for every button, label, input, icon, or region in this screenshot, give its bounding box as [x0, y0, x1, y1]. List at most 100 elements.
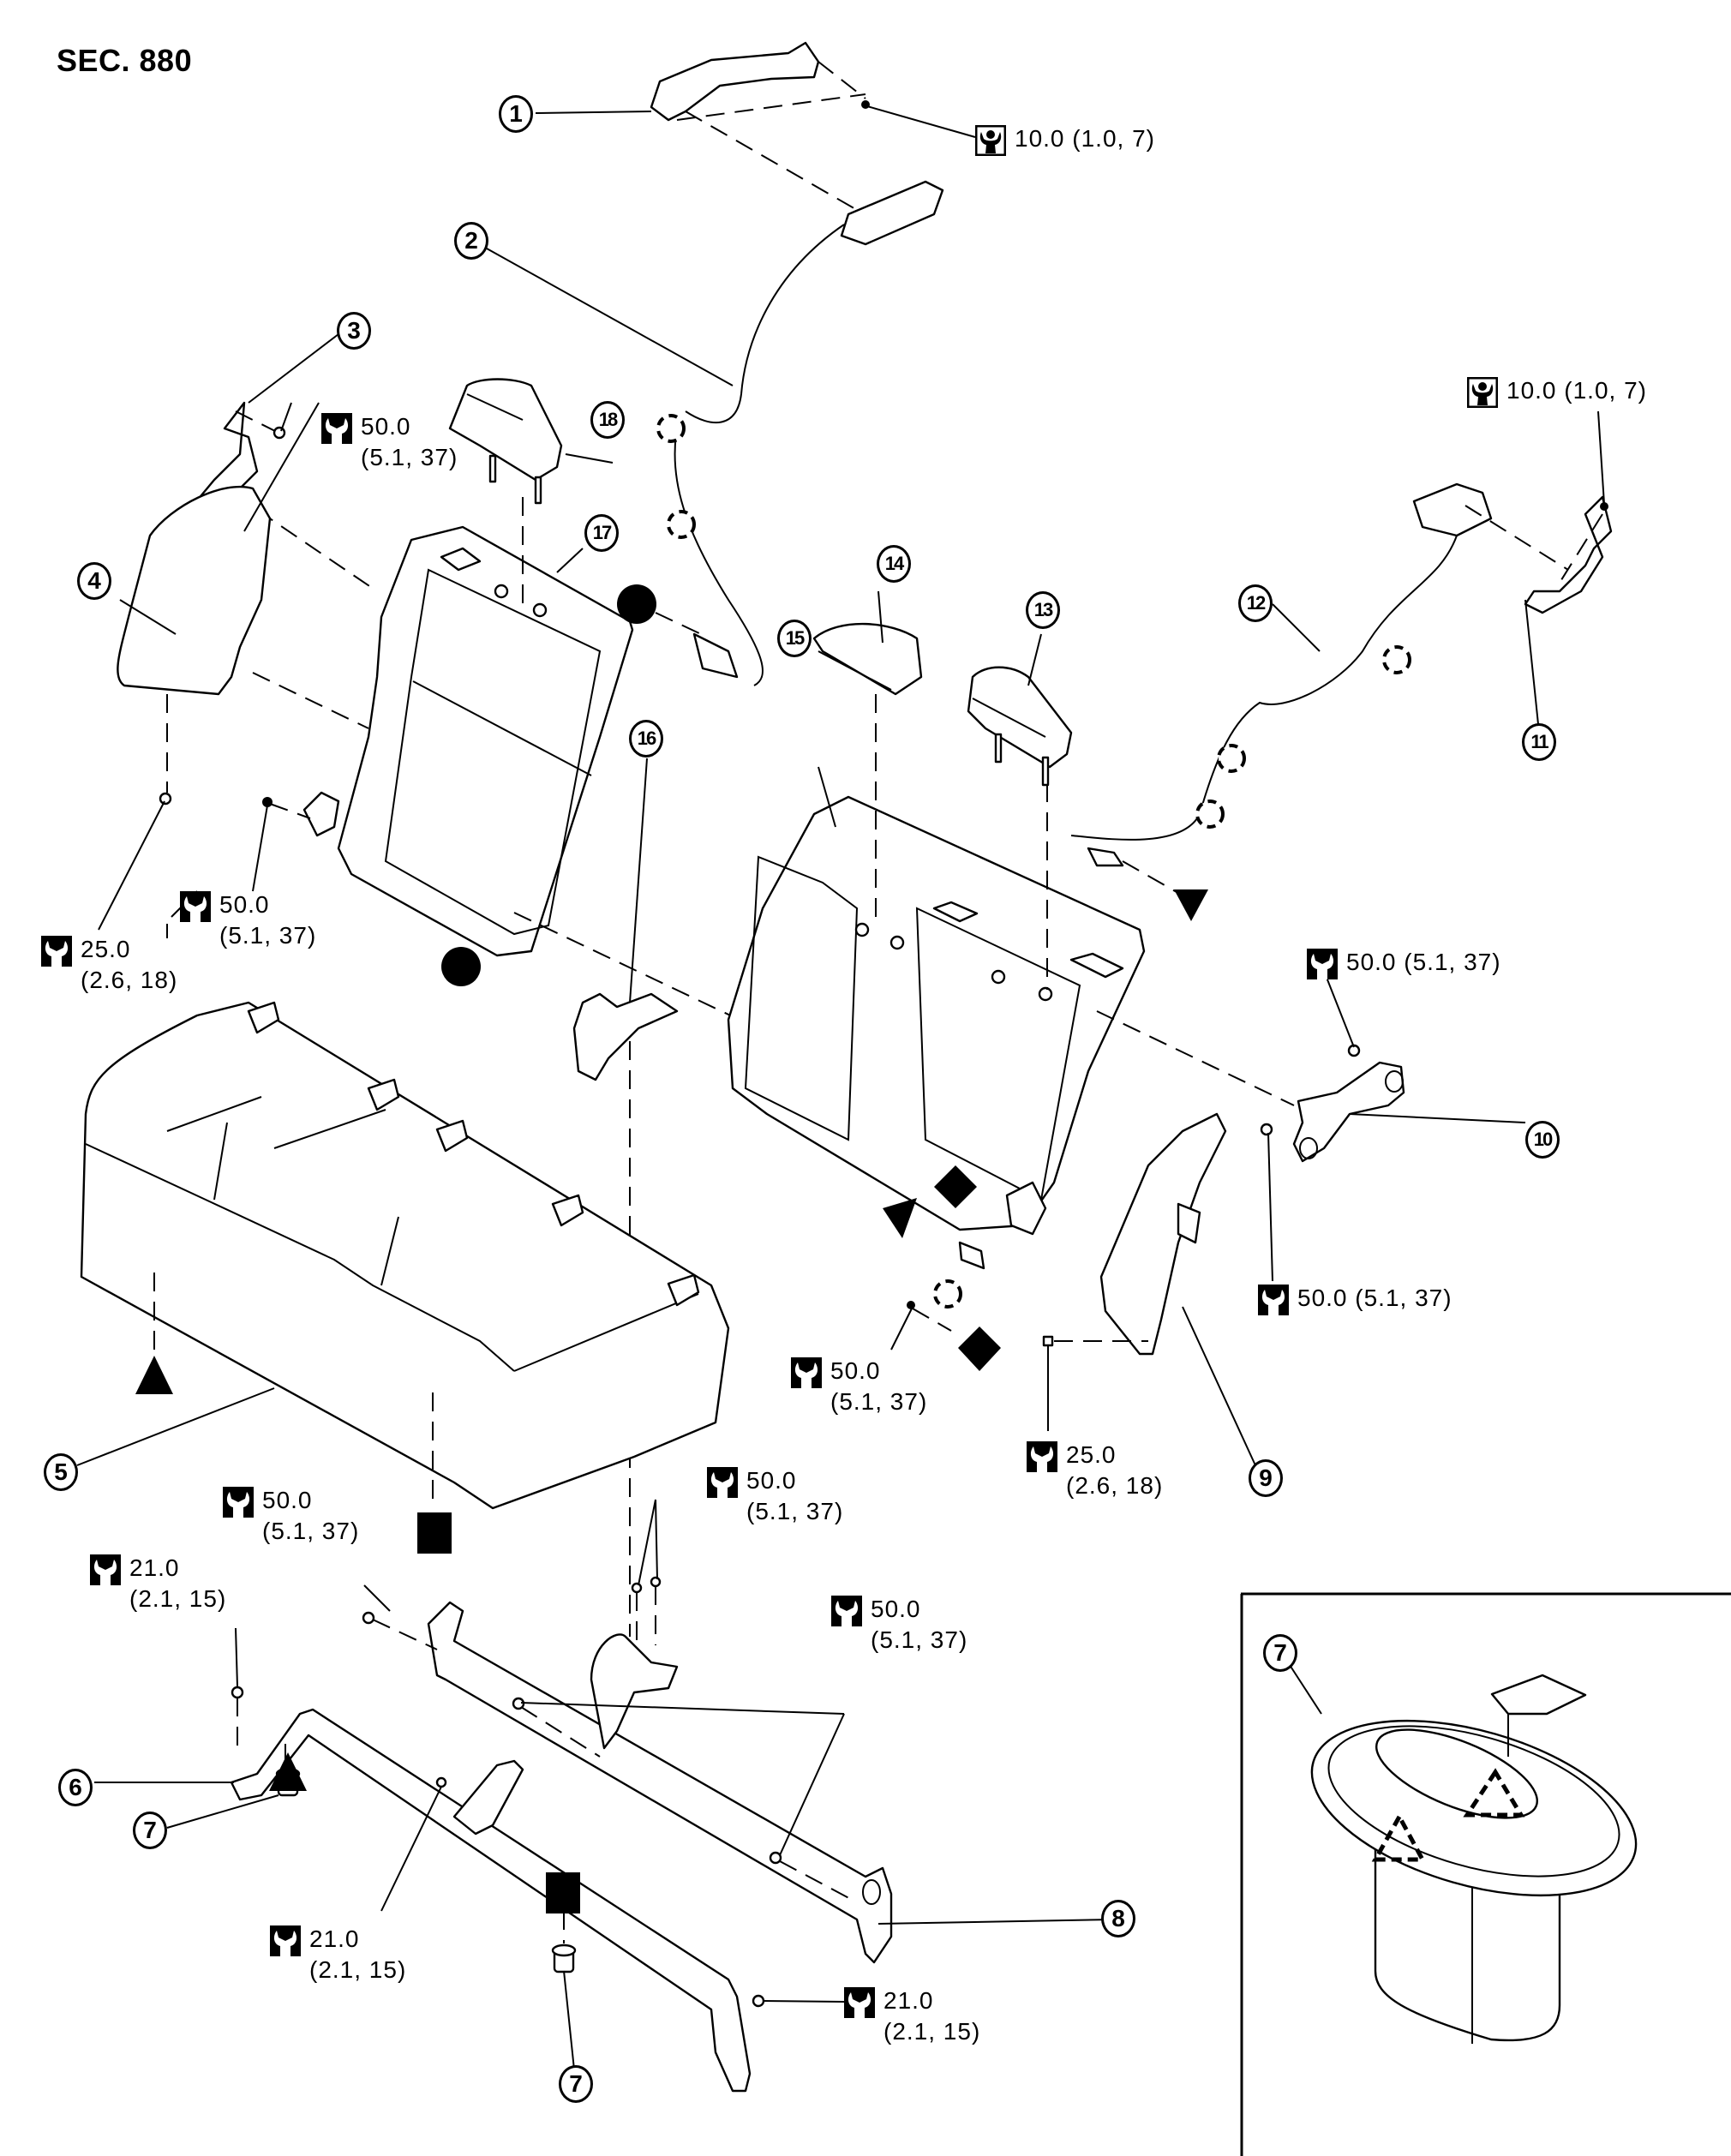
callout-6: 6	[58, 1769, 93, 1806]
wrench-icon	[223, 1487, 254, 1518]
callout-7-left: 7	[133, 1812, 167, 1849]
marker-triangle-up-1	[135, 1356, 173, 1394]
torque-spec-25nm-part4: 25.0 (2.6, 18)	[41, 934, 177, 996]
part-1-lock-bracket	[650, 41, 870, 211]
special-wrench-icon	[975, 125, 1006, 156]
section-title: SEC. 880	[57, 43, 193, 78]
part-17-seatback-left	[262, 497, 866, 1081]
marker-filled-circle-2	[441, 947, 481, 986]
callout-8: 8	[1101, 1900, 1135, 1937]
torque-spec-50nm-part3: 50.0 (5.1, 37)	[321, 411, 458, 473]
torque-value: 50.0	[871, 1596, 921, 1622]
callout-9: 9	[1249, 1459, 1283, 1497]
part-2-striker-cable	[656, 180, 944, 686]
part-6-seat-frame-lower	[230, 1686, 765, 2093]
torque-value: 50.0 (5.1, 37)	[1346, 949, 1501, 975]
part-12-cable-right	[1070, 482, 1493, 896]
torque-value: 21.0	[309, 1925, 360, 1952]
torque-value-imperial: (5.1, 37)	[830, 1388, 928, 1415]
callout-3: 3	[337, 312, 371, 350]
part-11-bracket-right	[1464, 495, 1613, 614]
torque-value: 50.0 (5.1, 37)	[1297, 1285, 1452, 1311]
wrench-icon	[41, 936, 72, 967]
torque-value-imperial: (5.1, 37)	[746, 1498, 844, 1524]
torque-value-imperial: (5.1, 37)	[361, 444, 458, 470]
connector-15-bottom	[907, 1241, 985, 1332]
callout-14: 14	[877, 545, 911, 583]
torque-value: 10.0 (1.0, 7)	[1506, 377, 1647, 404]
torque-value-imperial: (5.1, 37)	[262, 1518, 360, 1544]
torque-value: 50.0	[262, 1487, 313, 1513]
inset-clip-detail	[1289, 1664, 1638, 2044]
torque-value: 10.0 (1.0, 7)	[1015, 125, 1155, 152]
torque-spec-25nm-part9: 25.0(2.6, 18)	[1027, 1440, 1163, 1501]
wrench-icon	[270, 1925, 301, 1956]
callout-1: 1	[499, 95, 533, 133]
part-5-seat-cushion	[80, 1001, 730, 1510]
marker-triangle-down-2	[883, 1198, 917, 1238]
torque-value: 25.0	[1066, 1441, 1117, 1468]
torque-spec-21nm-part6-right: 21.0(2.1, 15)	[844, 1985, 980, 2047]
torque-value-imperial: (5.1, 37)	[871, 1626, 968, 1653]
callout-4: 4	[77, 562, 111, 600]
wrench-icon	[180, 891, 211, 922]
torque-value: 25.0	[81, 936, 131, 962]
torque-spec-50nm-part15: 50.0 (5.1, 37)	[791, 1356, 927, 1417]
wrench-icon	[844, 1987, 875, 2018]
torque-value: 50.0	[746, 1467, 797, 1494]
part-4-side-bolster	[117, 485, 369, 806]
torque-value: 50.0	[219, 891, 270, 918]
torque-value-imperial: (2.1, 15)	[129, 1585, 227, 1612]
callout-11: 11	[1522, 723, 1556, 761]
part-13-headrest-right	[967, 666, 1073, 787]
marker-square-2	[546, 1872, 580, 1913]
callout-7-inset: 7	[1263, 1634, 1297, 1672]
wrench-icon	[1027, 1441, 1057, 1472]
torque-value: 21.0	[129, 1554, 180, 1581]
torque-value-imperial: (5.1, 37)	[219, 922, 317, 949]
torque-value-imperial: (2.1, 15)	[883, 2018, 981, 2045]
part-9-side-bolster	[1042, 1112, 1227, 1431]
wrench-icon	[791, 1357, 822, 1388]
inset-frame	[1240, 1592, 1731, 2156]
leader-lines	[76, 105, 1605, 2070]
torque-spec-50nm-frame-left: 50.0 (5.1, 37)	[223, 1485, 359, 1547]
callout-10: 10	[1525, 1121, 1560, 1159]
callout-2: 2	[454, 222, 488, 260]
markers	[135, 584, 1208, 1913]
torque-spec-10nm-upper: 10.0 (1.0, 7)	[975, 123, 1155, 156]
wrench-icon	[1258, 1285, 1289, 1315]
torque-spec-50nm-part8: 50.0 (5.1, 37)	[831, 1594, 967, 1656]
callout-15: 15	[777, 620, 812, 657]
torque-spec-10nm-right: 10.0 (1.0, 7)	[1467, 375, 1647, 408]
marker-diamond-1	[934, 1165, 977, 1208]
callout-18: 18	[590, 401, 625, 439]
torque-spec-50nm-part10-lower: 50.0 (5.1, 37)	[1258, 1283, 1452, 1315]
wrench-icon	[707, 1467, 738, 1498]
part-8-seat-frame	[362, 1576, 893, 1964]
marker-diamond-2	[958, 1327, 1001, 1371]
torque-spec-21nm-part6-left: 21.0 (2.1, 15)	[90, 1553, 226, 1614]
callout-13: 13	[1026, 591, 1060, 629]
marker-square-1	[417, 1512, 452, 1554]
special-wrench-icon	[1467, 377, 1498, 408]
torque-value-imperial: (2.1, 15)	[309, 1956, 407, 1983]
wrench-icon	[321, 413, 352, 444]
torque-value: 50.0	[361, 413, 411, 440]
part-14-center-headrest	[812, 622, 923, 696]
part-7-clip-center	[551, 1911, 577, 1973]
marker-triangle-down-1	[1174, 889, 1208, 921]
part-18-headrest	[448, 378, 563, 505]
torque-spec-50nm-frame-center: 50.0 (5.1, 37)	[707, 1465, 843, 1527]
torque-value: 50.0	[830, 1357, 881, 1384]
torque-spec-50nm-part10-upper: 50.0 (5.1, 37)	[1307, 947, 1501, 979]
wrench-icon	[1307, 949, 1338, 979]
wrench-icon	[831, 1596, 862, 1626]
marker-triangle-up-2	[269, 1752, 307, 1791]
part-15-seatback-right	[727, 694, 1295, 1236]
wrench-icon	[90, 1554, 121, 1585]
torque-value-imperial: (2.6, 18)	[81, 967, 178, 993]
callout-16: 16	[629, 720, 663, 758]
torque-spec-50nm-part17: 50.0 (5.1, 37)	[180, 889, 316, 951]
